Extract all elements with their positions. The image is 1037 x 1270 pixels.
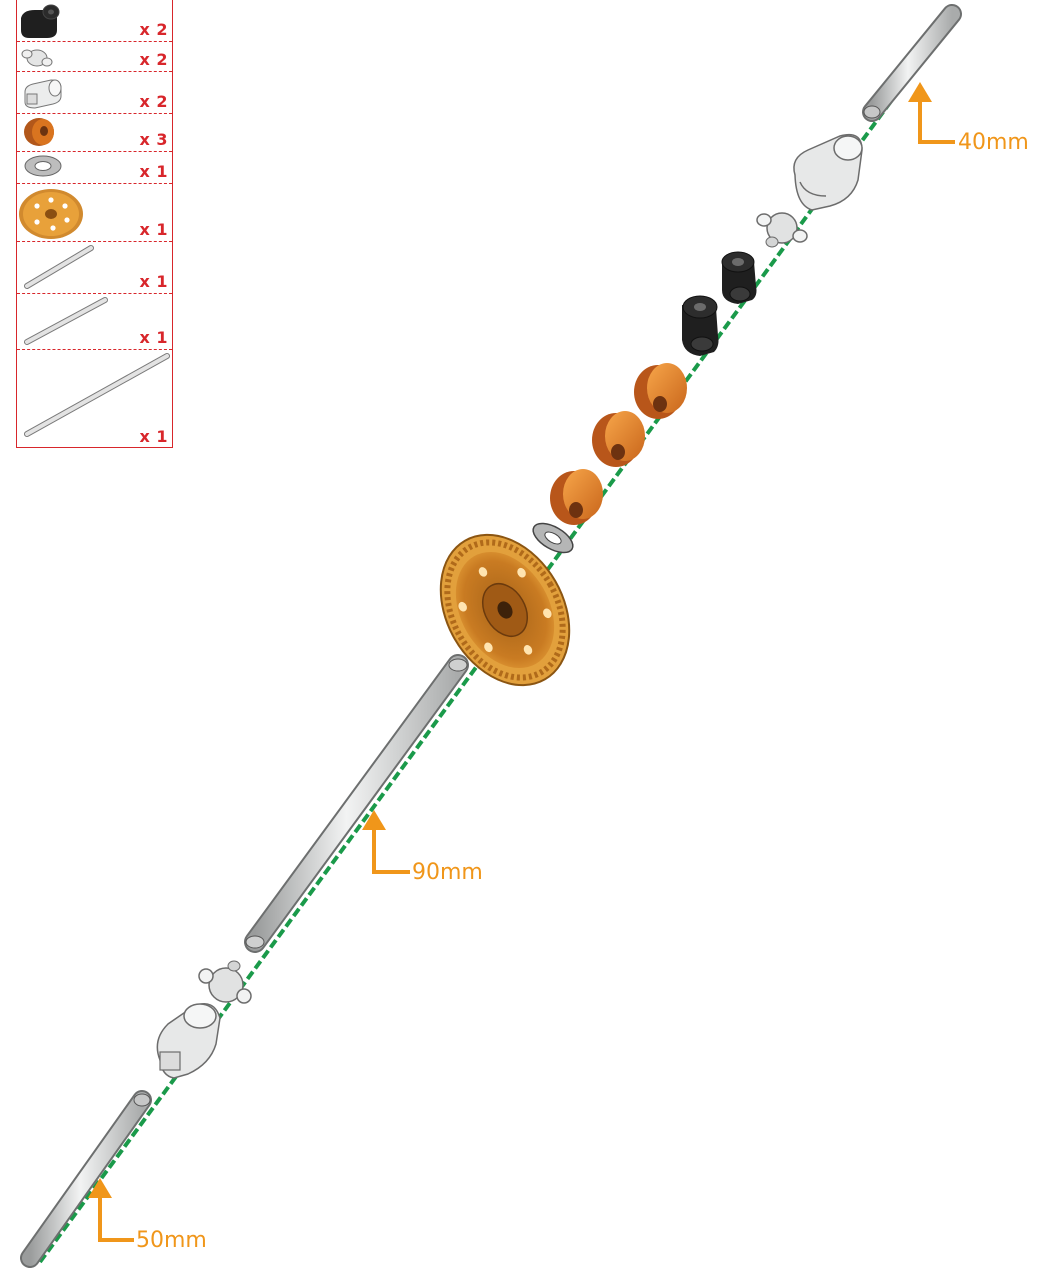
dimension-callout-90mm (362, 810, 410, 874)
ball-joint-top (756, 212, 808, 248)
shaft-40mm (862, 4, 962, 122)
washer (532, 522, 574, 554)
shaft-50mm (20, 1090, 152, 1268)
label-40mm: 40mm (958, 130, 1029, 155)
part-row-shaft-medium: x 1 (17, 294, 172, 350)
dimension-callout-50mm (88, 1178, 134, 1242)
part-quantity: x 3 (139, 130, 168, 149)
part-row-black-coupler: x 2 (17, 0, 172, 42)
label-50mm: 50mm (136, 1228, 207, 1253)
long-shaft-icon (24, 353, 170, 437)
short-shaft-icon (24, 245, 94, 289)
part-row-gear: x 1 (17, 184, 172, 242)
part-quantity: x 1 (139, 328, 168, 347)
label-90mm: 90mm (412, 860, 483, 885)
part-quantity: x 1 (139, 272, 168, 291)
orange-spacer-2 (592, 411, 645, 467)
spur-gear-icon (19, 189, 83, 239)
orange-spacer-3 (550, 469, 603, 525)
joint-cup-bottom (156, 1003, 221, 1079)
black-coupler-upper (721, 251, 757, 304)
part-row-spacer: x 3 (17, 114, 172, 152)
part-row-shaft-short: x 1 (17, 242, 172, 294)
spur-gear (439, 533, 571, 687)
part-row-shaft-long: x 1 (17, 350, 172, 448)
shaft-90mm (244, 654, 469, 953)
orange-spacer-1 (634, 363, 687, 419)
black-coupler-lower (682, 295, 719, 356)
part-quantity: x 1 (139, 220, 168, 239)
ball-joint-icon (21, 49, 53, 67)
part-row-joint-cup: x 2 (17, 72, 172, 114)
part-row-ball-joint: x 2 (17, 42, 172, 72)
parts-list-panel: x 2 x 2 x 2 x 3 x 1 (16, 0, 173, 448)
medium-shaft-icon (24, 297, 108, 345)
black-coupler-icon (21, 4, 60, 38)
joint-cup-top (793, 133, 863, 211)
part-quantity: x 1 (139, 427, 168, 446)
part-quantity: x 2 (139, 20, 168, 39)
orange-spacer-icon (24, 118, 54, 146)
ball-joint-bottom (198, 960, 252, 1004)
part-quantity: x 1 (139, 162, 168, 181)
dimension-callout-40mm (908, 82, 955, 144)
joint-cup-icon (24, 79, 62, 109)
part-quantity: x 2 (139, 92, 168, 111)
part-row-washer: x 1 (17, 152, 172, 184)
part-quantity: x 2 (139, 50, 168, 69)
washer-icon (24, 155, 62, 177)
